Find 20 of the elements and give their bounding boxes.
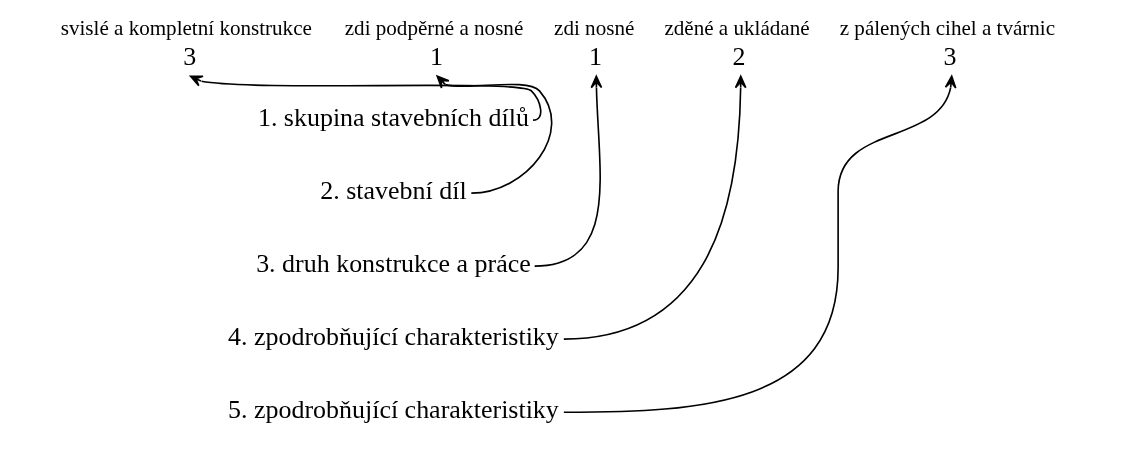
node-text: 2 [732, 41, 746, 71]
node-text: 5. zpodrobňující charakteristiky [227, 395, 559, 425]
arrow [533, 75, 602, 267]
node-text: 4. zpodrobňující charakteristiky [227, 322, 559, 352]
node-text: 3 [182, 41, 196, 71]
node-label: svislé a kompletní konstrukce [60, 15, 312, 40]
node-text: 3 [943, 41, 957, 71]
node-text: 1 [429, 41, 443, 71]
arrow [435, 75, 552, 194]
arrow [562, 75, 747, 340]
arrow [562, 75, 956, 413]
node-text: 1. skupina stavebních dílů [257, 103, 529, 133]
node-text: 1 [588, 41, 602, 71]
node-label: z pálených cihel a tvárnic [839, 15, 1055, 40]
node-label: zdi podpěrné a nosné [344, 15, 523, 40]
node-label: zdi nosné [553, 15, 634, 40]
arrow [189, 75, 542, 121]
node-text: 2. stavební díl [319, 176, 467, 206]
node-text: 3. druh konstrukce a práce [255, 249, 531, 279]
node-label: zděné a ukládané [663, 15, 810, 40]
